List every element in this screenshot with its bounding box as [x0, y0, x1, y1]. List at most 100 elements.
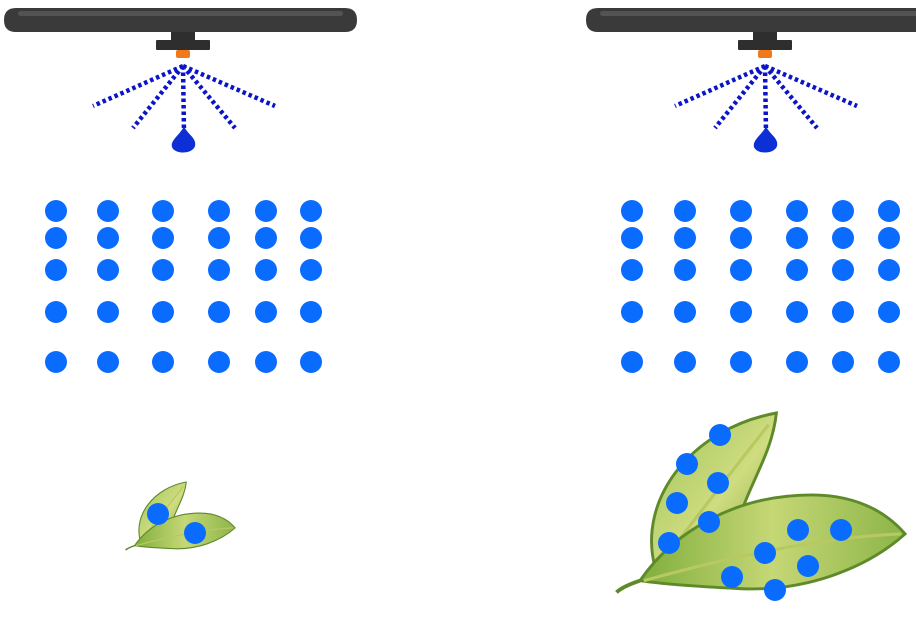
spray-line [182, 63, 276, 109]
water-drop-icon [171, 126, 196, 153]
droplet-dot [184, 522, 206, 544]
droplet-dot [152, 301, 174, 323]
spray-line [713, 64, 767, 130]
droplet-grid [45, 200, 322, 373]
leaf-icon [125, 481, 236, 551]
droplet-dot [830, 519, 852, 541]
droplet-dot [621, 200, 643, 222]
left-panel [4, 8, 357, 551]
leaf-droplets [147, 503, 206, 544]
droplet-dot [832, 200, 854, 222]
droplet-dot [45, 200, 67, 222]
leaf-icon [615, 411, 908, 594]
nozzle-body [156, 40, 210, 50]
droplet-dot [878, 259, 900, 281]
spray-boom-icon [586, 8, 916, 32]
droplet-dot [786, 200, 808, 222]
spray-line [764, 63, 858, 109]
droplet-dot [45, 301, 67, 323]
spray-fan-icon [674, 63, 858, 133]
droplet-dot [721, 566, 743, 588]
spray-line [762, 65, 769, 133]
droplet-dot [621, 259, 643, 281]
nozzle-stem [171, 32, 195, 40]
droplet-dot [676, 453, 698, 475]
droplet-dot [878, 351, 900, 373]
droplet-dot [97, 351, 119, 373]
spray-line [92, 63, 184, 109]
water-drop-icon [753, 126, 778, 153]
droplet-dot [208, 351, 230, 373]
droplet-dot [832, 351, 854, 373]
nozzle-tip [758, 50, 772, 58]
spray-line [763, 64, 819, 130]
nozzle-tip [176, 50, 190, 58]
droplet-dot [786, 301, 808, 323]
droplet-dot [45, 227, 67, 249]
droplet-dot [786, 227, 808, 249]
droplet-dot [787, 519, 809, 541]
droplet-dot [255, 227, 277, 249]
droplet-dot [730, 301, 752, 323]
droplet-dot [709, 424, 731, 446]
spray-line [674, 63, 766, 109]
droplet-dot [45, 351, 67, 373]
droplet-dot [832, 227, 854, 249]
spray-fan-icon [92, 63, 276, 133]
boom-highlight [18, 11, 343, 16]
droplet-dot [208, 259, 230, 281]
droplet-dot [698, 511, 720, 533]
droplet-dot [658, 532, 680, 554]
droplet-dot [208, 200, 230, 222]
droplet-dot [621, 301, 643, 323]
droplet-dot [674, 227, 696, 249]
droplet-grid [621, 200, 900, 373]
right-panel [586, 8, 916, 601]
nozzle-icon [738, 32, 792, 58]
droplet-dot [255, 200, 277, 222]
droplet-dot [621, 351, 643, 373]
spray-boom-icon [4, 8, 357, 32]
droplet-dot [730, 351, 752, 373]
droplet-dot [45, 259, 67, 281]
droplet-dot [255, 301, 277, 323]
droplet-dot [878, 227, 900, 249]
droplet-dot [300, 200, 322, 222]
droplet-dot [764, 579, 786, 601]
droplet-dot [97, 227, 119, 249]
droplet-dot [832, 301, 854, 323]
droplet-dot [674, 351, 696, 373]
droplet-dot [674, 259, 696, 281]
leaf-droplets [658, 424, 852, 601]
droplet-dot [147, 503, 169, 525]
droplet-dot [255, 351, 277, 373]
droplet-dot [97, 301, 119, 323]
droplet-dot [300, 259, 322, 281]
droplet-dot [300, 227, 322, 249]
droplet-dot [707, 472, 729, 494]
nozzle-stem [753, 32, 777, 40]
leaf-vein [135, 527, 234, 547]
droplet-dot [674, 200, 696, 222]
spray-line [131, 64, 185, 130]
droplet-dot [152, 259, 174, 281]
droplet-dot [878, 200, 900, 222]
leaf-stem [615, 578, 641, 594]
leaf-stem [125, 544, 135, 551]
droplet-dot [97, 200, 119, 222]
droplet-dot [621, 227, 643, 249]
droplet-dot [152, 200, 174, 222]
droplet-dot [152, 351, 174, 373]
droplet-dot [786, 259, 808, 281]
droplet-dot [754, 542, 776, 564]
droplet-dot [255, 259, 277, 281]
spray-line [180, 65, 187, 133]
boom-highlight [600, 11, 916, 16]
droplet-dot [208, 227, 230, 249]
droplet-dot [97, 259, 119, 281]
droplet-dot [152, 227, 174, 249]
spray-line [181, 64, 237, 130]
droplet-dot [674, 301, 696, 323]
droplet-dot [797, 555, 819, 577]
